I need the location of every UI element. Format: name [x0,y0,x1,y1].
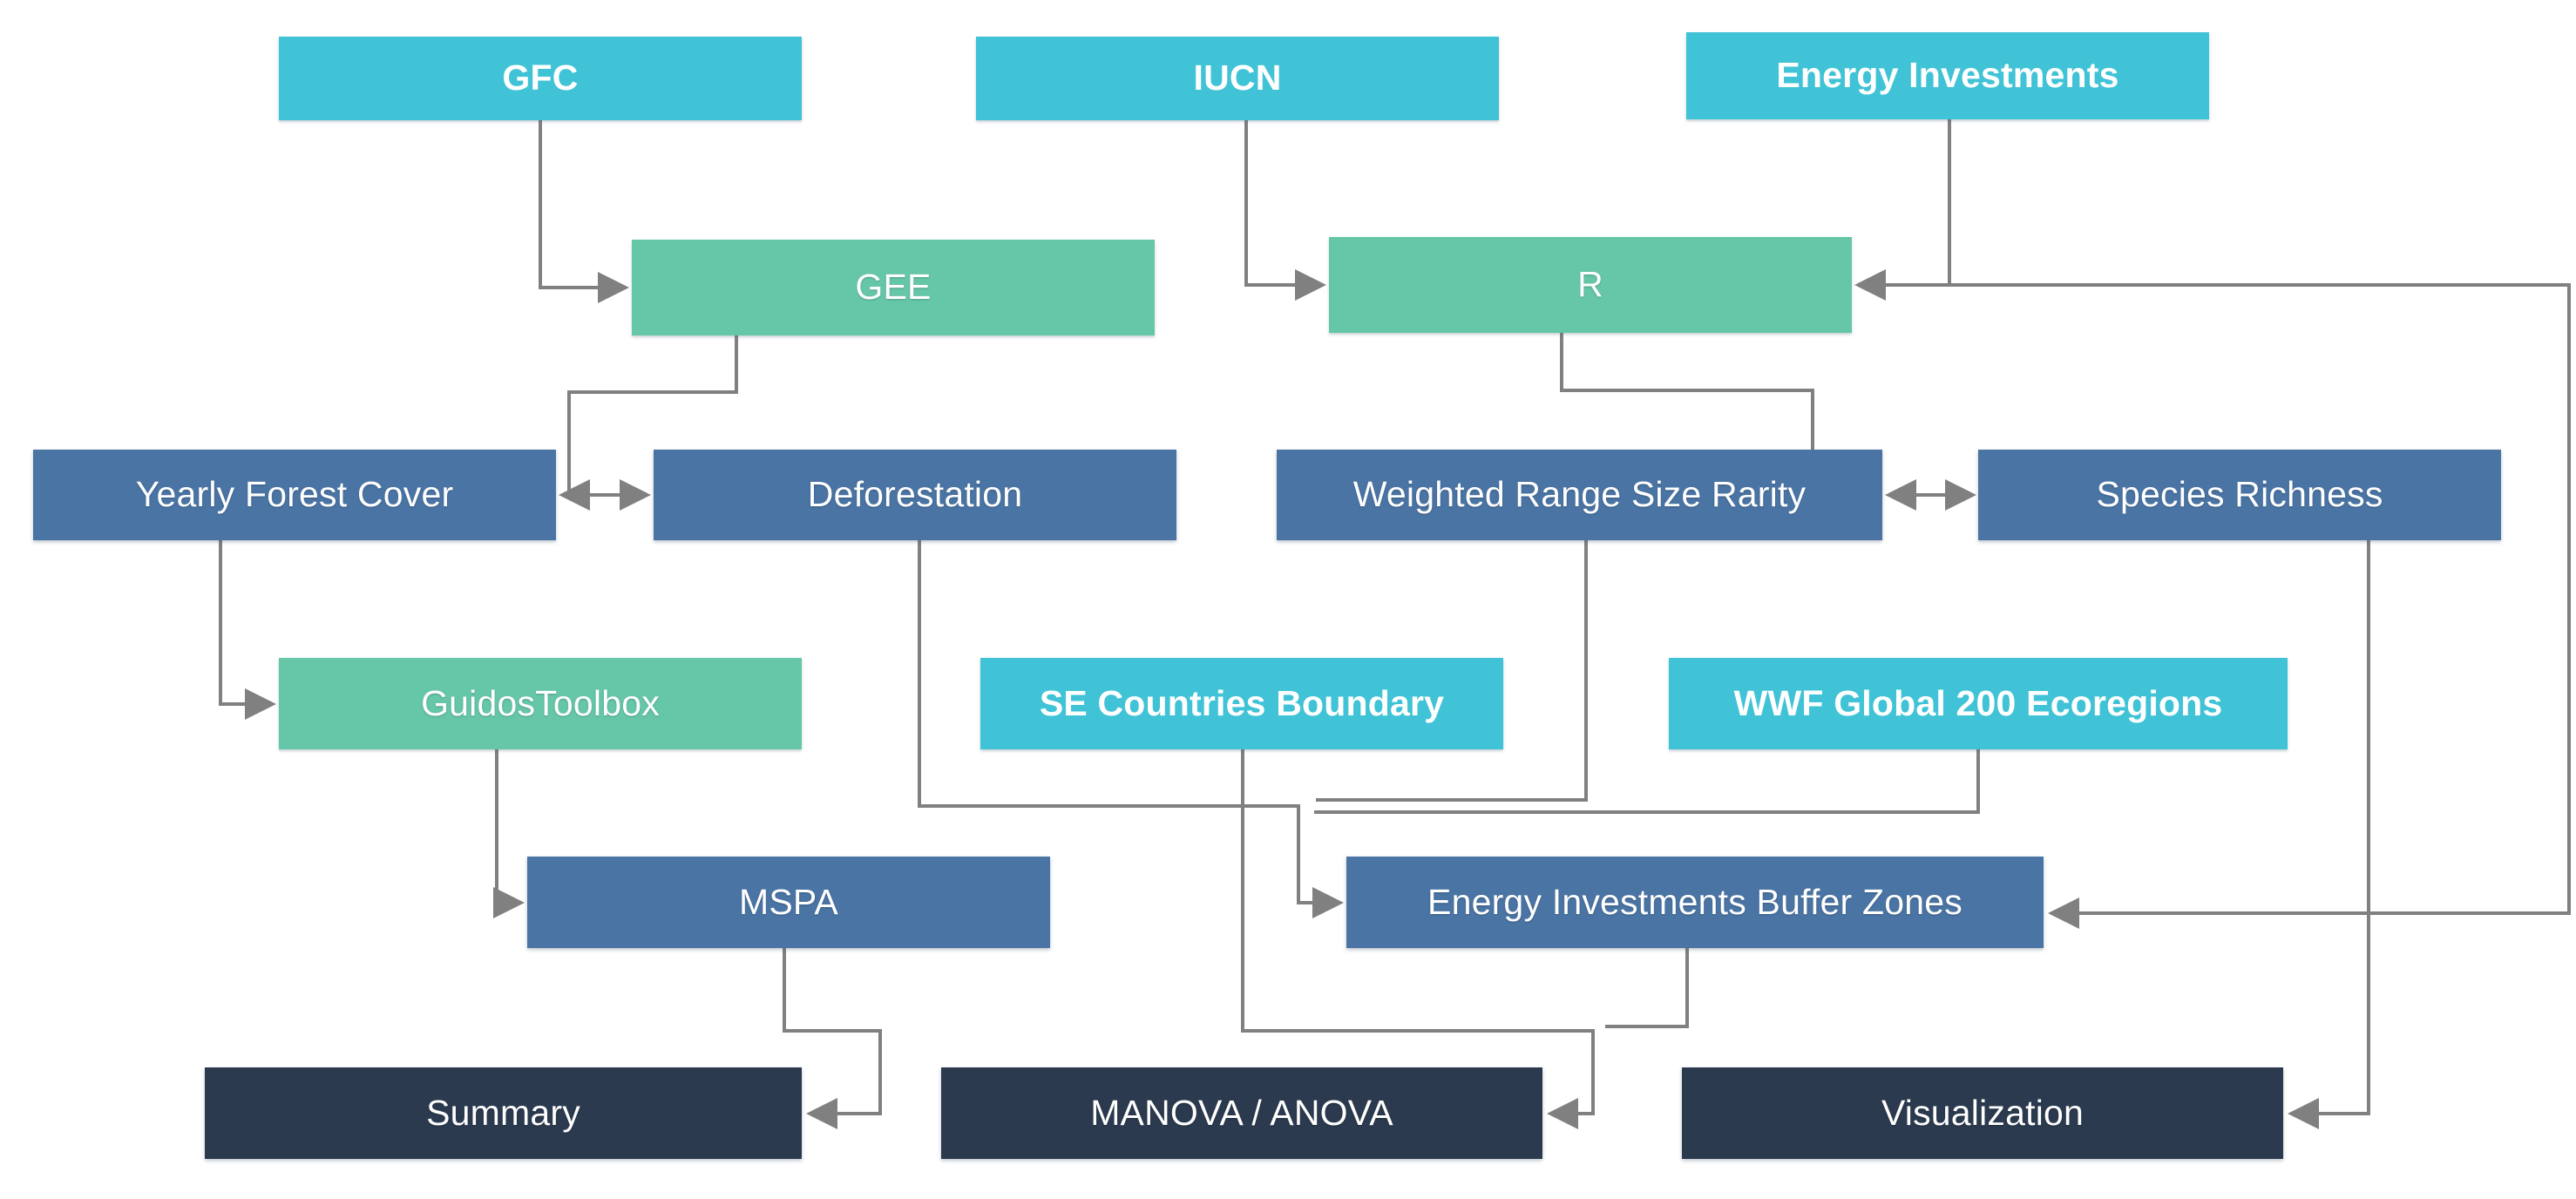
node-yearly-forest-cover-label: Yearly Forest Cover [135,474,454,515]
edge-guidostoolbox-to-mspa [493,749,525,918]
node-iucn-label: IUCN [1193,58,1282,98]
node-se-countries-boundary-label: SE Countries Boundary [1039,682,1445,723]
node-guidostoolbox[interactable]: GuidosToolbox [279,658,802,749]
node-weighted-range-size-rarity-label: Weighted Range Size Rarity [1352,474,1807,515]
node-mspa[interactable]: MSPA [527,857,1050,948]
node-yearly-forest-cover[interactable]: Yearly Forest Cover [33,450,556,540]
edge-buffer-to-manova [1605,948,1689,1028]
node-r-label: R [1577,264,1603,305]
node-mspa-label: MSPA [739,881,838,922]
node-wwf-global-200-ecoregions[interactable]: WWF Global 200 Ecoregions [1669,658,2288,749]
node-deforestation[interactable]: Deforestation [654,450,1176,540]
edge-wwf-to-buffer [1314,749,1980,814]
node-summary[interactable]: Summary [205,1067,802,1159]
node-gee[interactable]: GEE [632,240,1155,335]
node-species-richness[interactable]: Species Richness [1978,450,2501,540]
edge-species-richness-to-visualization [2288,540,2370,1129]
node-deforestation-label: Deforestation [807,474,1023,515]
edge-gfc-to-gee [539,120,629,303]
node-guidostoolbox-label: GuidosToolbox [421,682,660,723]
edge-energy-to-r [1854,119,1951,301]
node-species-richness-label: Species Richness [2096,474,2383,515]
edge-energy-to-buffer-rail [1949,283,2571,929]
node-r[interactable]: R [1329,237,1852,333]
node-wwf-global-200-ecoregions-label: WWF Global 200 Ecoregions [1733,682,2223,723]
node-energy-investments[interactable]: Energy Investments [1686,32,2209,119]
node-gfc[interactable]: GFC [279,37,802,120]
node-energy-investments-buffer-zones-label: Energy Investments Buffer Zones [1427,881,1963,922]
node-energy-investments-buffer-zones[interactable]: Energy Investments Buffer Zones [1346,857,2044,948]
node-se-countries-boundary[interactable]: SE Countries Boundary [980,658,1503,749]
edge-iucn-to-r [1244,120,1326,301]
node-manova-anova[interactable]: MANOVA / ANOVA [941,1067,1542,1159]
node-visualization-label: Visualization [1881,1092,2085,1133]
edge-yfc-to-guidostoolbox [219,540,276,720]
node-gfc-label: GFC [502,58,579,98]
node-gee-label: GEE [855,267,932,308]
node-visualization[interactable]: Visualization [1682,1067,2283,1159]
node-weighted-range-size-rarity[interactable]: Weighted Range Size Rarity [1277,450,1882,540]
node-iucn[interactable]: IUCN [976,37,1499,120]
node-summary-label: Summary [426,1092,580,1133]
node-energy-investments-label: Energy Investments [1776,55,2119,96]
node-manova-anova-label: MANOVA / ANOVA [1090,1092,1393,1133]
